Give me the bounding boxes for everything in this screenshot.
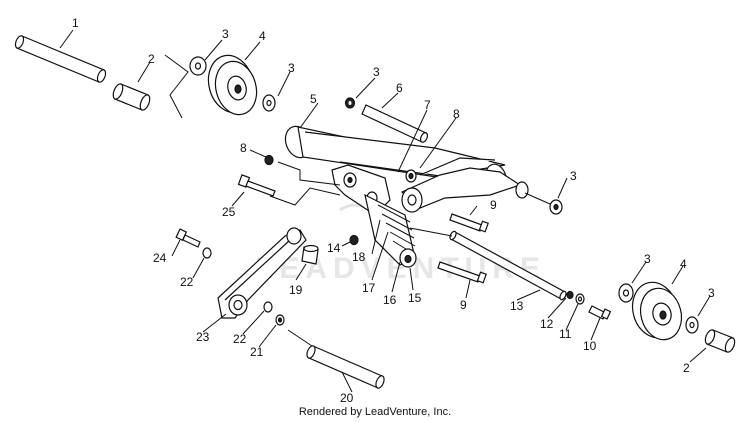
callout-9-lower: 9 [460,298,467,312]
callout-3-right-b: 3 [708,286,715,300]
callout-2-right: 2 [683,361,690,375]
washer-3-right-a [618,283,634,303]
washer-3-right-upper [549,199,563,215]
callout-6: 6 [396,81,403,95]
callout-19: 19 [289,283,303,297]
part-22-washer-lower [263,301,273,313]
part-16-shock-spring [364,187,423,268]
callout-15: 15 [408,291,422,305]
part-2-spacer-left [112,83,151,111]
shaft-line-20 [287,329,313,347]
callout-12: 12 [540,317,554,331]
part-24-bolt [175,228,201,248]
part-4-wheel-right [631,281,683,341]
callout-14: 14 [327,241,341,255]
callout-3-right-a: 3 [644,252,651,266]
part-20-shaft [306,345,385,389]
callout-5: 5 [310,92,317,106]
part-21-nut [275,314,285,326]
bracket-line-left [164,54,189,119]
part-9-bolt-lower [437,261,487,284]
callout-13: 13 [510,299,524,313]
part-19-spacer [301,244,319,265]
part-4-wheel-left [207,54,258,116]
callout-8-right: 8 [453,107,460,121]
callout-22-upper: 22 [180,275,194,289]
callout-17: 17 [362,281,376,295]
part-25-bolt [237,174,276,197]
part-10-bolt [588,305,612,320]
washer-3-left-a [189,56,207,76]
part-8-nut-right [405,169,417,183]
part-22-washer-upper [202,247,212,259]
callout-16: 16 [383,293,397,307]
callout-2-left: 2 [148,52,155,66]
callout-23: 23 [196,330,210,344]
part-8-nut-left [264,154,274,166]
callout-7: 7 [424,98,431,112]
callout-10: 10 [583,339,597,353]
part-14-nut [349,234,359,246]
shaft-line-lower [409,227,453,237]
callout-3-left-b: 3 [288,61,295,75]
part-2-spacer-right [704,329,736,353]
callout-8-left: 8 [240,141,247,155]
callout-11: 11 [559,327,572,341]
footer-credit: Rendered by LeadVenture, Inc. [299,406,451,418]
part-1-shaft [14,35,107,83]
part-6-shaft [361,104,429,143]
callout-24: 24 [153,251,167,265]
connector-8 [277,161,341,186]
part-13-shaft [449,230,567,301]
part-5-frame [284,125,529,209]
callout-22-lower: 22 [233,332,247,346]
callout-4-left: 4 [259,29,266,43]
part-12-washer [566,290,574,300]
callout-20: 20 [340,391,354,405]
shaft-line-upper [524,192,551,205]
washer-3-left-b [262,94,276,112]
callout-3-left-a: 3 [222,27,229,41]
callout-4-right: 4 [680,257,687,271]
callout-25: 25 [222,205,236,219]
callout-1: 1 [72,16,79,30]
part-9-bolt-upper [449,213,489,233]
part-11-washer [575,293,585,305]
callout-3-right-upper: 3 [570,169,577,183]
callout-21: 21 [250,345,264,359]
part-23-link-arm [217,227,307,319]
callout-3-upper: 3 [373,65,380,79]
connector-25 [269,187,341,206]
washer-3-upper [344,97,356,109]
leader-lines [59,29,711,393]
callout-18: 18 [352,250,366,264]
callout-9-upper: 9 [490,198,497,212]
washer-3-right-b [685,316,699,334]
